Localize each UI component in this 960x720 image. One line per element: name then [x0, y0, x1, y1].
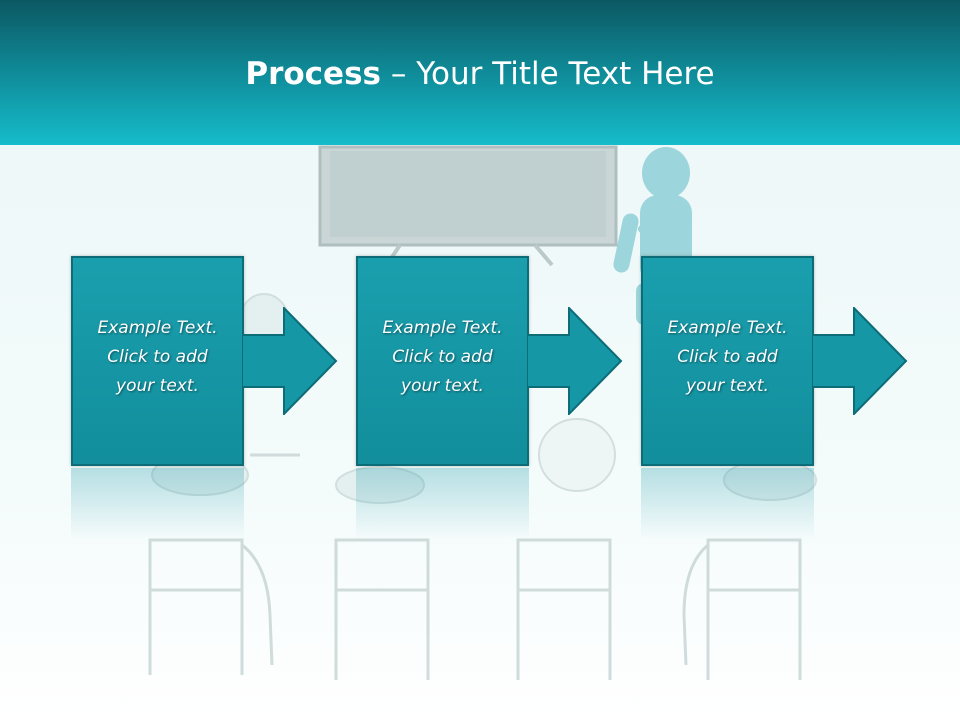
- process-step-1[interactable]: Example Text. Click to add your text.: [71, 256, 244, 466]
- step-3-text[interactable]: Example Text. Click to add your text.: [643, 314, 812, 401]
- process-step-3[interactable]: Example Text. Click to add your text.: [641, 256, 814, 466]
- step-3-line-2: Click to add: [677, 347, 778, 367]
- whiteboard-graphic: [318, 145, 618, 267]
- title-rest-text: – Your Title Text Here: [381, 56, 715, 92]
- step-1-text[interactable]: Example Text. Click to add your text.: [73, 314, 242, 401]
- step-1-reflection: [71, 468, 244, 540]
- step-1-line-1: Example Text.: [97, 318, 218, 338]
- right-arrow-icon[interactable]: [242, 307, 338, 415]
- title-bold-text: Process: [245, 56, 381, 92]
- step-2-line-2: Click to add: [392, 347, 493, 367]
- step-3-reflection: [641, 468, 814, 540]
- step-1-line-3: your text.: [116, 376, 199, 396]
- chairs-graphic: [148, 453, 802, 680]
- right-arrow-icon[interactable]: [527, 307, 623, 415]
- step-2-reflection: [356, 468, 529, 540]
- process-step-2[interactable]: Example Text. Click to add your text.: [356, 256, 529, 466]
- step-2-line-3: your text.: [401, 376, 484, 396]
- right-arrow-icon[interactable]: [812, 307, 908, 415]
- step-3-line-1: Example Text.: [667, 318, 788, 338]
- step-2-text[interactable]: Example Text. Click to add your text.: [358, 314, 527, 401]
- step-3-line-3: your text.: [686, 376, 769, 396]
- step-2-line-1: Example Text.: [382, 318, 503, 338]
- title-bar: Process – Your Title Text Here: [0, 0, 960, 145]
- slide-title[interactable]: Process – Your Title Text Here: [0, 52, 960, 96]
- step-1-line-2: Click to add: [107, 347, 208, 367]
